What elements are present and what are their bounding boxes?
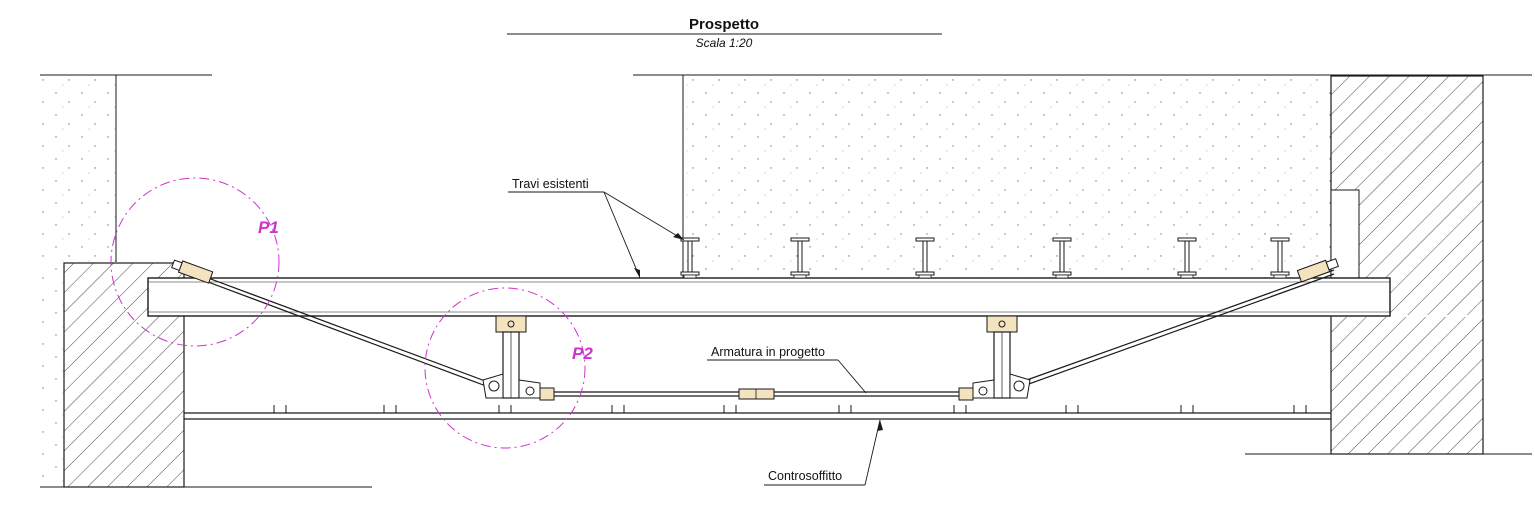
- support-posts: [495, 315, 1018, 399]
- label-existing-beams: Travi esistenti: [508, 177, 685, 279]
- ceiling-clip: [1180, 405, 1194, 413]
- ceiling-clip: [1065, 405, 1079, 413]
- anchor-left: [171, 259, 214, 284]
- drawing-title: Prospetto: [689, 16, 759, 33]
- ceiling-clip: [498, 405, 512, 413]
- ceiling-clip: [723, 405, 737, 413]
- i-beam: [680, 237, 700, 279]
- tie-rods: [199, 269, 1335, 400]
- post-right: [986, 315, 1018, 399]
- existing-beams: [680, 237, 1290, 279]
- main-beam: [147, 277, 1391, 317]
- anchor-right: [1296, 258, 1340, 283]
- post-left: [495, 315, 527, 399]
- false-ceiling: [184, 405, 1331, 420]
- false-ceiling-label: Controsoffitto: [768, 469, 842, 483]
- i-beam: [1177, 237, 1197, 279]
- reinforcement-label: Armatura in progetto: [711, 345, 825, 359]
- node-left: [482, 373, 555, 401]
- ceiling-clip: [383, 405, 397, 413]
- i-beam: [1270, 237, 1290, 279]
- label-reinforcement: Armatura in progetto: [707, 345, 867, 394]
- node-right: [958, 373, 1031, 401]
- label-false-ceiling: Controsoffitto: [764, 419, 883, 486]
- left-wall: [40, 74, 372, 488]
- existing-beams-label: Travi esistenti: [512, 177, 589, 191]
- drawing-scale: Scala 1:20: [696, 36, 753, 50]
- i-beam: [915, 237, 935, 279]
- ceiling-clip: [838, 405, 852, 413]
- i-beam: [790, 237, 810, 279]
- ceiling-clip: [953, 405, 967, 413]
- upper-slab: [633, 74, 1532, 278]
- detail-p1: P1: [110, 177, 280, 347]
- detail-p2-label: P2: [572, 344, 593, 363]
- detail-p1-label: P1: [258, 218, 279, 237]
- ceiling-clip: [611, 405, 625, 413]
- i-beam: [1052, 237, 1072, 279]
- ceiling-clip: [273, 405, 287, 413]
- detail-p2: P2: [424, 287, 593, 449]
- ceiling-clip: [1293, 405, 1307, 413]
